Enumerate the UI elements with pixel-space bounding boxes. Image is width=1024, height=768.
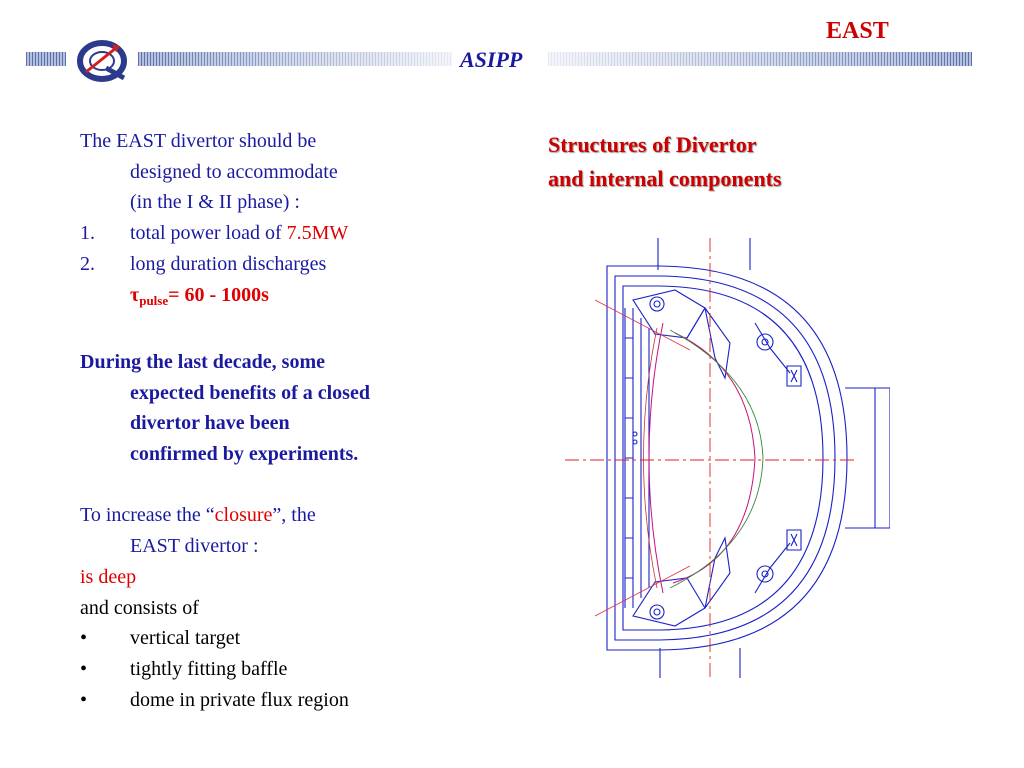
list-number: 1. xyxy=(80,222,95,245)
header-brand-east: EAST xyxy=(826,18,889,44)
power-value: 7.5MW xyxy=(286,222,349,245)
header-brand-asipp: ASIPP xyxy=(460,47,523,72)
closure-line-2: EAST divertor : xyxy=(130,535,259,558)
decade-line-4: confirmed by experiments. xyxy=(130,443,359,466)
closure-pre: To increase the “ xyxy=(80,504,215,527)
closure-line-1: To increase the “closure”, the xyxy=(80,500,460,531)
decade-line-2: expected benefits of a closed xyxy=(130,381,370,404)
header-stripe-center xyxy=(138,52,452,66)
is-deep: is deep xyxy=(80,565,137,588)
decade-line-1: During the last decade, some xyxy=(80,350,325,373)
header-stripe-right xyxy=(548,52,972,66)
intro-line-3: (in the I & II phase) : xyxy=(130,191,300,214)
list-text: long duration discharges xyxy=(130,252,327,275)
bullet-text: tightly fitting baffle xyxy=(130,657,288,680)
list-item-1: 1. total power load of 7.5MW xyxy=(80,218,460,249)
left-body-text: The EAST divertor should be designed to … xyxy=(80,126,460,715)
intro-line-1: The EAST divertor should be xyxy=(80,130,317,152)
bullet-text: vertical target xyxy=(130,627,241,650)
intro-line-2: designed to accommodate xyxy=(130,160,338,183)
tau-subscript: pulse xyxy=(139,292,169,308)
bullet-icon: • xyxy=(80,688,88,711)
diagram-title: Structures of Divertor and internal comp… xyxy=(548,128,781,196)
decade-line-3: divertor have been xyxy=(130,412,290,435)
list-item-2: 2. long duration discharges xyxy=(80,249,460,280)
pulse-duration: τpulse= 60 - 1000s xyxy=(80,280,460,317)
diagram-title-line-2: and internal components xyxy=(548,166,782,191)
tau-symbol: τ xyxy=(130,283,140,306)
bullet-item: • tightly fitting baffle xyxy=(80,654,460,685)
asipp-logo-icon xyxy=(77,40,127,82)
list-text: total power load of xyxy=(130,222,287,245)
closure-post: ”, the xyxy=(272,504,316,527)
closure-word: closure xyxy=(214,504,273,527)
tau-value: = 60 - 1000s xyxy=(168,283,269,306)
list-number: 2. xyxy=(80,252,95,275)
divertor-cross-section-diagram xyxy=(565,238,890,678)
bullet-item: • vertical target xyxy=(80,623,460,654)
bullet-icon: • xyxy=(80,627,88,650)
diagram-title-line-1: Structures of Divertor xyxy=(548,132,757,157)
bullet-icon: • xyxy=(80,657,88,680)
header-stripe-left xyxy=(26,52,66,66)
bullet-item: • dome in private flux region xyxy=(80,685,460,716)
bullet-text: dome in private flux region xyxy=(130,688,349,711)
consists-of: and consists of xyxy=(80,596,199,619)
